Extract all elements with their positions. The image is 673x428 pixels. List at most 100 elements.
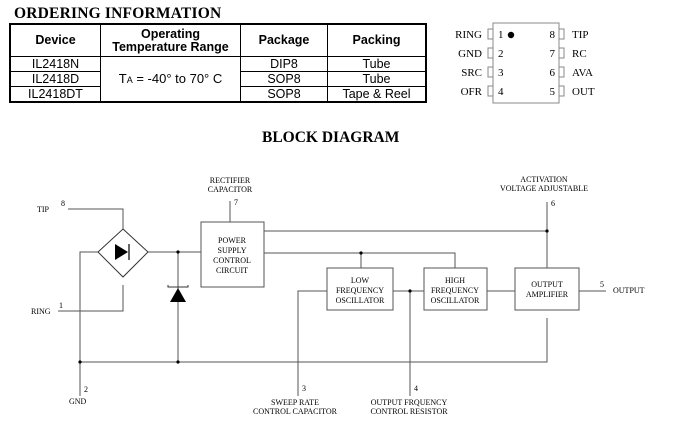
- header-temp-line1: Operating: [140, 26, 201, 41]
- block-text: OUTPUT: [531, 280, 563, 289]
- junction-dot: [176, 360, 180, 364]
- pin-stub: [487, 85, 494, 97]
- sweep-pin-number: 3: [302, 384, 306, 393]
- block-diagram-title: BLOCK DIAGRAM: [262, 129, 400, 146]
- out-freq-label-line2: CONTROL RESISTOR: [370, 407, 448, 416]
- table-row: IL2418N TA = -40° to 70° C DIP8 Tube: [9, 56, 427, 103]
- ground-rail: [80, 318, 548, 363]
- output-pin-number: 5: [600, 280, 604, 289]
- power-supply-block: POWER SUPPLY CONTROL CIRCUIT: [200, 221, 265, 288]
- rectifier-cap-label-line1: RECTIFIER: [210, 176, 251, 185]
- pin-number: 4: [498, 86, 504, 98]
- junction-dot: [359, 251, 363, 255]
- high-frequency-oscillator-block: HIGH FREQUENCY OSCILLATOR: [423, 267, 488, 311]
- block-text: HIGH: [445, 276, 465, 285]
- ordering-table: Device Operating Temperature Range Packa…: [9, 23, 427, 103]
- block-text: OSCILLATOR: [336, 296, 385, 305]
- packing-cell: Tape & Reel: [327, 86, 427, 103]
- pin-number: 2: [498, 48, 504, 60]
- ring-pin-number: 1: [59, 301, 63, 310]
- packing-cell: Tube: [327, 71, 427, 87]
- pin-name-ofr: OFR: [461, 86, 483, 98]
- temp-range: = -40° to 70° C: [132, 70, 223, 86]
- pinout-diagram: RING GND SRC OFR 1 2 3 4 8 7 6 5 TIP RC …: [455, 22, 595, 104]
- pin-name-out: OUT: [572, 86, 595, 98]
- bridge-neg-wire: [79, 251, 98, 396]
- junction-dot: [176, 250, 180, 254]
- pin-name-src: SRC: [461, 67, 482, 79]
- temp-subscript: A: [126, 74, 133, 85]
- temperature-cell: TA = -40° to 70° C: [100, 56, 241, 103]
- pin-stub: [487, 47, 494, 59]
- pin-stub: [558, 66, 565, 78]
- package-cell: SOP8: [240, 86, 328, 103]
- device-cell: IL2418D: [9, 71, 101, 87]
- pin-name-ring: RING: [455, 29, 482, 41]
- gnd-label: GND: [69, 397, 87, 406]
- block-text: AMPLIFIER: [526, 290, 569, 299]
- tip-pin-number: 8: [61, 199, 65, 208]
- pin1-marker-icon: [507, 31, 515, 39]
- left-pins: RING GND SRC OFR 1 2 3 4: [455, 28, 504, 98]
- block-text: OSCILLATOR: [431, 296, 480, 305]
- table-row: IL2418DT SOP8 Tape & Reel: [9, 86, 427, 103]
- table-header-row: Device Operating Temperature Range Packa…: [9, 23, 427, 57]
- pin-name-ava: AVA: [572, 67, 593, 79]
- zener-diode-icon: [167, 285, 189, 302]
- sweep-label-line2: CONTROL CAPACITOR: [253, 407, 338, 416]
- block-text: CIRCUIT: [216, 266, 248, 275]
- package-cell: SOP8: [240, 71, 328, 87]
- out-freq-label-line1: OUTPUT FRQUENCY: [371, 398, 448, 407]
- pin-stub: [558, 47, 565, 59]
- pin-number: 5: [550, 86, 556, 98]
- low-frequency-oscillator-block: LOW FREQUENCY OSCILLATOR: [326, 267, 394, 311]
- activation-pin-number: 6: [551, 199, 555, 208]
- ordering-information-title: ORDERING INFORMATION: [14, 5, 222, 22]
- block-text: SUPPLY: [218, 246, 247, 255]
- pin-name-rc: RC: [572, 48, 587, 60]
- tip-wire: [68, 208, 124, 229]
- tip-label: TIP: [37, 205, 50, 214]
- ring-wire: [58, 285, 124, 312]
- junction-dot: [78, 360, 82, 364]
- junction-dot: [545, 229, 549, 233]
- output-amplifier-block: OUTPUT AMPLIFIER: [514, 267, 580, 311]
- sweep-label-line1: SWEEP RATE: [271, 398, 319, 407]
- junction-dot: [408, 289, 412, 293]
- block-text: POWER: [218, 236, 247, 245]
- pin-stub: [558, 28, 565, 40]
- out-freq-pin-number: 4: [414, 384, 418, 393]
- rectifier-cap-pin-number: 7: [234, 198, 238, 207]
- block-text: LOW: [351, 276, 370, 285]
- pin-name-tip: TIP: [572, 29, 589, 41]
- ic-package-body: [492, 22, 560, 104]
- bridge-rectifier-icon: [97, 228, 149, 278]
- pin-number: 8: [550, 29, 556, 41]
- header-temperature: Operating Temperature Range: [100, 23, 241, 57]
- pin-stub: [487, 28, 494, 40]
- block-text: FREQUENCY: [431, 286, 479, 295]
- pin-number: 6: [550, 67, 556, 79]
- header-temp-line2: Temperature Range: [112, 39, 229, 54]
- right-pins: 8 7 6 5 TIP RC AVA OUT: [550, 28, 595, 98]
- pin-number: 3: [498, 67, 504, 79]
- junctions: [78, 229, 549, 364]
- device-cell: IL2418DT: [9, 86, 101, 103]
- pin-name-gnd: GND: [458, 48, 482, 60]
- activation-label-line2: VOLTAGE ADJUSTABLE: [500, 184, 588, 193]
- pin-number: 1: [498, 29, 504, 41]
- gnd-pin-number: 2: [84, 385, 88, 394]
- block-text: FREQUENCY: [336, 286, 384, 295]
- block-text: CONTROL: [213, 256, 251, 265]
- table-row: IL2418D SOP8 Tube: [9, 71, 427, 87]
- temp-symbol: T: [118, 70, 127, 86]
- sweep-cap-wire: [297, 290, 327, 396]
- header-device: Device: [9, 23, 101, 57]
- header-packing: Packing: [327, 23, 427, 57]
- rectifier-cap-label-line2: CAPACITOR: [208, 185, 253, 194]
- output-label: OUTPUT: [613, 286, 645, 295]
- pin-stub: [558, 85, 565, 97]
- activation-label-line1: ACTIVATION: [520, 175, 568, 184]
- block-diagram: POWER SUPPLY CONTROL CIRCUIT LOW FREQUEN…: [31, 175, 645, 416]
